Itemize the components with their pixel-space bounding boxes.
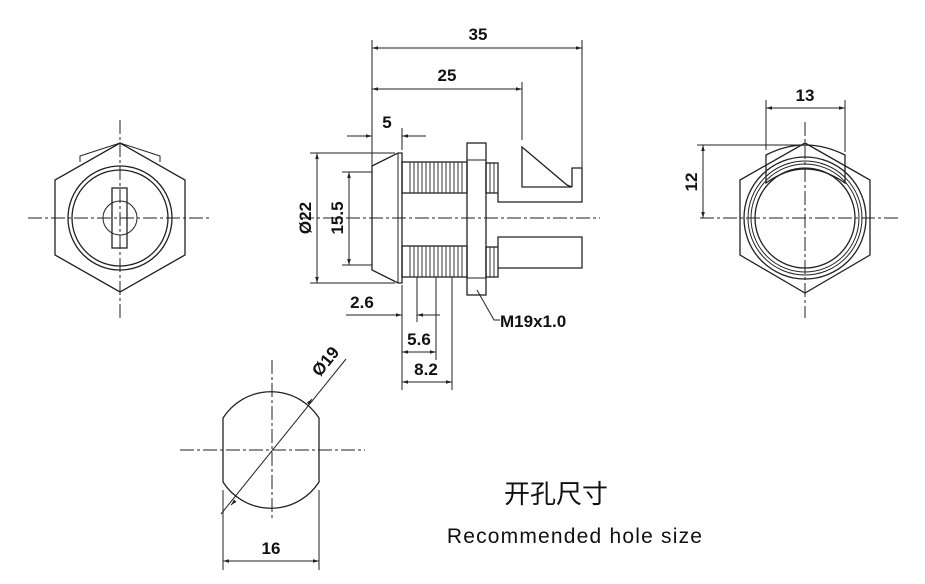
dim-bezel-thickness: 5 bbox=[382, 113, 391, 132]
caption-chinese: 开孔尺寸 bbox=[504, 480, 608, 510]
dim-cam-width: 13 bbox=[796, 86, 815, 105]
side-view: 35 25 5 Ø22 15.5 2.6 5.6 8.2 M19x1.0 bbox=[296, 25, 600, 390]
dim-overall-length: 35 bbox=[469, 25, 488, 44]
dim-bezel-diameter: Ø22 bbox=[296, 202, 315, 234]
thread-spec-label: M19x1.0 bbox=[500, 312, 566, 331]
dim-hole-width: 16 bbox=[262, 539, 281, 558]
dim-8-2: 8.2 bbox=[414, 360, 438, 379]
caption-english: Recommended hole size bbox=[447, 525, 703, 548]
rear-view: 13 12 bbox=[682, 86, 900, 318]
front-view bbox=[28, 120, 212, 318]
dim-hole-diameter: Ø19 bbox=[308, 343, 343, 380]
dim-cam-height: 12 bbox=[682, 173, 701, 192]
dim-2-6: 2.6 bbox=[350, 293, 374, 312]
hole-cutout-view: Ø19 16 bbox=[180, 343, 365, 570]
dim-5-6: 5.6 bbox=[407, 330, 431, 349]
dim-cam-length: 25 bbox=[438, 66, 457, 85]
dim-inner-diameter: 15.5 bbox=[328, 201, 347, 234]
